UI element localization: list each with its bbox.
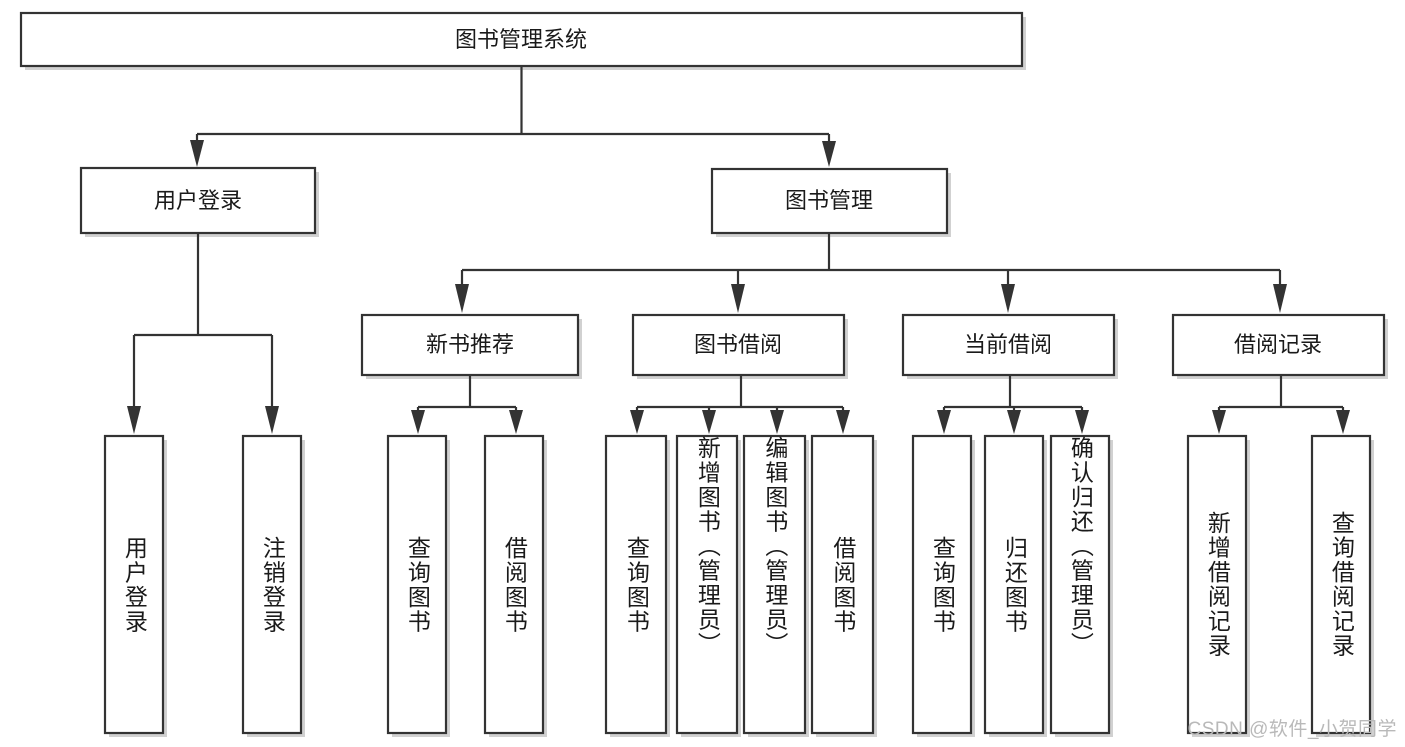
horizontal-label-layer: 图书管理系统 用户登录 图书管理 新书推荐 图书借阅 当前借阅 借阅记录 — [154, 27, 1322, 357]
node-root[interactable] — [19, 11, 1024, 68]
node-user-login[interactable] — [79, 166, 317, 235]
node-root-label: 图书管理系统 — [455, 27, 587, 52]
node-user-login-label: 用户登录 — [154, 188, 242, 213]
node-book-borrow[interactable] — [631, 313, 846, 377]
node-book-manage-label: 图书管理 — [785, 188, 873, 213]
node-current-borrow-label: 当前借阅 — [964, 332, 1052, 357]
arrow-leaf-add-book — [702, 410, 716, 434]
arrow-leaf-query-book-1 — [411, 410, 425, 434]
node-borrow-record-label: 借阅记录 — [1234, 332, 1322, 357]
node-leaf-add-book[interactable] — [675, 434, 739, 735]
arrow-leaf-confirm-return — [1075, 410, 1089, 434]
node-current-borrow[interactable] — [901, 313, 1116, 377]
arrow-leaf-query-book-2 — [630, 410, 644, 434]
node-leaf-edit-book[interactable] — [742, 434, 807, 735]
arrow-leaf-borrow-book-1 — [509, 410, 523, 434]
arrow-leaf-user-logout — [265, 406, 279, 434]
connector-layer — [127, 67, 1350, 434]
node-leaf-borrow-book-1[interactable] — [483, 434, 545, 735]
node-leaf-query-book-3[interactable] — [911, 434, 973, 735]
arrow-current-borrow — [1001, 284, 1015, 313]
node-leaf-user-login[interactable] — [103, 434, 165, 735]
arrow-borrow-record — [1273, 284, 1287, 313]
arrow-book-borrow — [731, 284, 745, 313]
arrow-leaf-return-book — [1007, 410, 1021, 434]
node-leaf-borrow-book-2[interactable] — [810, 434, 875, 735]
arrow-new-book-rec — [455, 284, 469, 313]
node-leaf-add-record[interactable] — [1186, 434, 1248, 735]
arrow-leaf-query-book-3 — [937, 410, 951, 434]
arrow-leaf-user-login — [127, 406, 141, 434]
arrow-leaf-query-record — [1336, 410, 1350, 434]
node-leaf-user-logout[interactable] — [241, 434, 303, 735]
node-leaf-return-book[interactable] — [983, 434, 1045, 735]
node-book-manage[interactable] — [710, 167, 949, 235]
arrow-leaf-edit-book — [770, 410, 784, 434]
node-book-borrow-label: 图书借阅 — [694, 332, 782, 357]
node-leaf-query-record[interactable] — [1310, 434, 1372, 735]
node-new-book-rec[interactable] — [360, 313, 580, 377]
node-layer — [19, 11, 1386, 735]
node-new-book-rec-label: 新书推荐 — [426, 332, 514, 357]
node-borrow-record[interactable] — [1171, 313, 1386, 377]
node-leaf-confirm-return[interactable] — [1049, 434, 1111, 735]
node-leaf-query-book-2[interactable] — [604, 434, 668, 735]
arrow-book-manage — [822, 141, 836, 167]
arrow-leaf-add-record — [1212, 410, 1226, 434]
arrow-user-login — [190, 140, 204, 167]
arrow-leaf-borrow-book-2 — [836, 410, 850, 434]
node-leaf-query-book-1[interactable] — [386, 434, 448, 735]
watermark-text: CSDN @软件_小贺同学 — [1187, 719, 1397, 740]
